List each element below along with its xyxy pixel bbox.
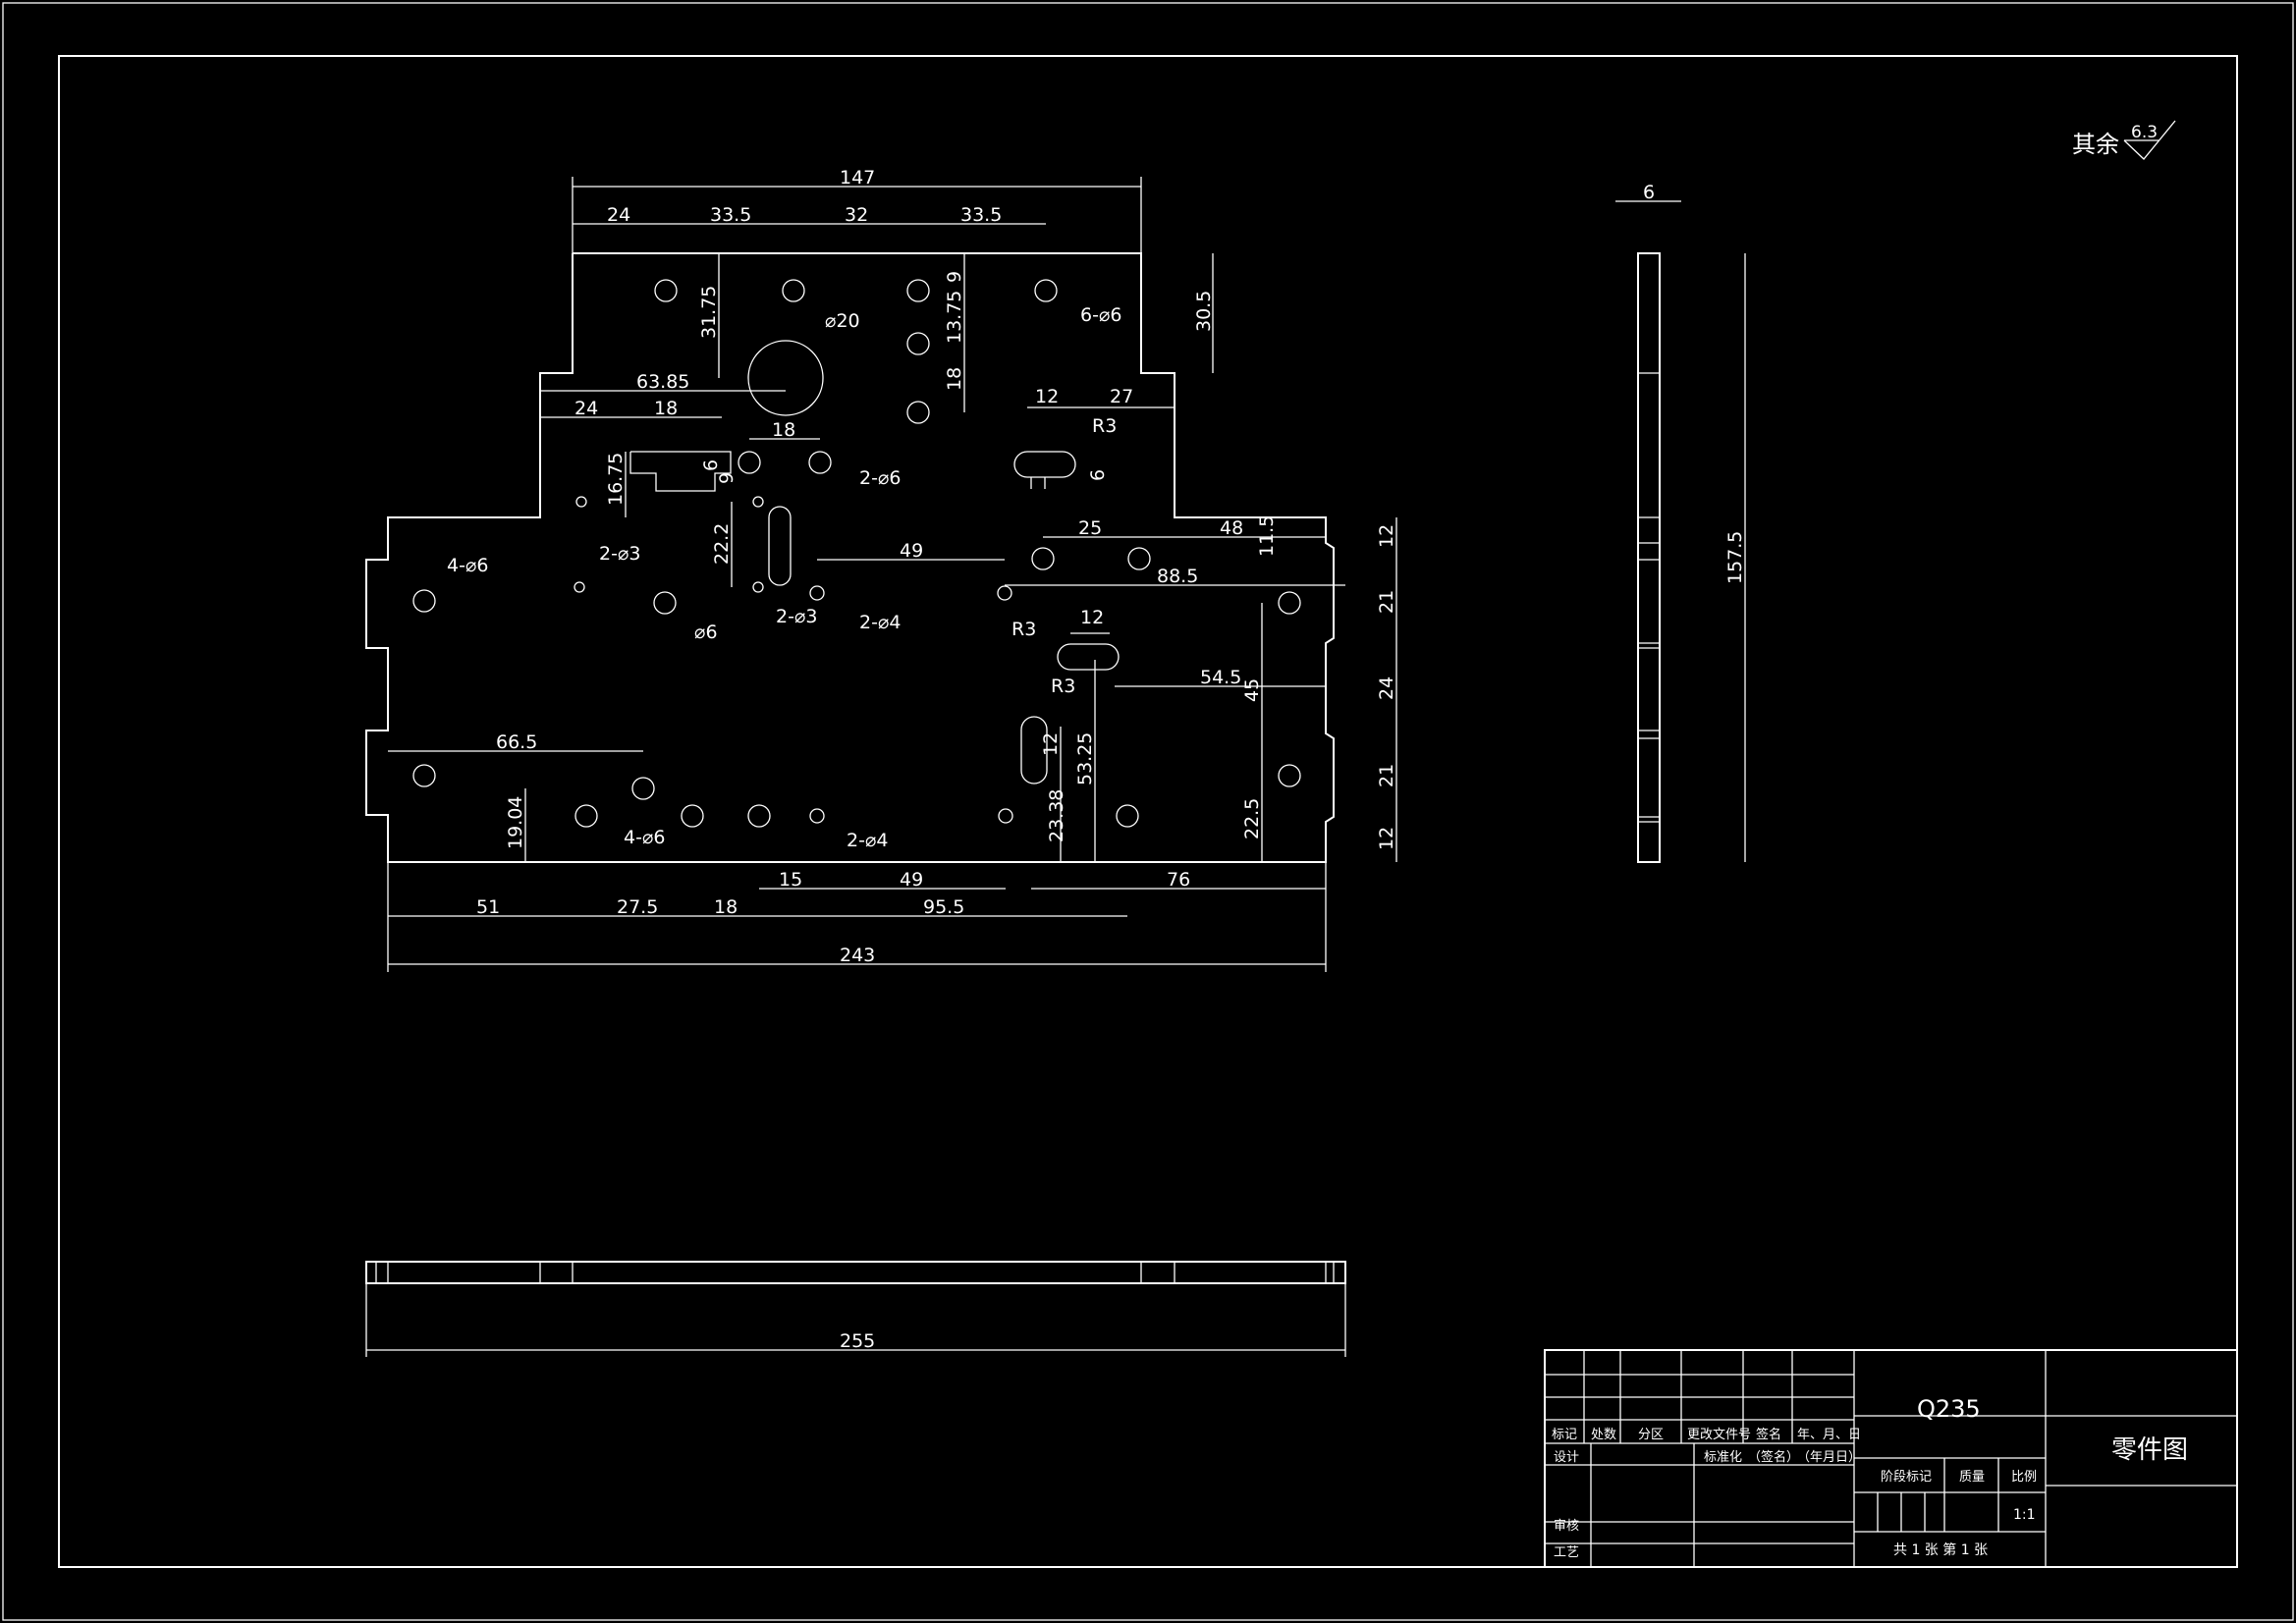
- tb-header-sign: 签名: [1756, 1427, 1781, 1442]
- tb-weight: 质量: [1959, 1470, 1985, 1485]
- tb-stage: 阶段标记: [1881, 1470, 1932, 1485]
- dim-12: 12: [1035, 386, 1059, 407]
- dim-30-5: 30.5: [1193, 291, 1215, 332]
- dim-15: 15: [779, 869, 802, 891]
- dim-24: 24: [607, 204, 630, 226]
- dim-66-5: 66.5: [496, 731, 537, 753]
- dim-147: 147: [840, 167, 875, 189]
- dim-12: 12: [1080, 607, 1104, 628]
- edge-view: [365, 1261, 1346, 1284]
- dim-95-5: 95.5: [923, 896, 964, 918]
- dim-24: 24: [1376, 676, 1397, 700]
- tb-sheets: 共 1 张 第 1 张: [1893, 1542, 1988, 1558]
- dim-53-25: 53.25: [1074, 732, 1096, 785]
- dim-22-2: 22.2: [711, 523, 733, 565]
- callout-phi6: ⌀6: [694, 622, 718, 643]
- callout-phi20: ⌀20: [825, 310, 860, 332]
- center-bore: [747, 340, 824, 416]
- callout-2-phi4: 2-⌀4: [847, 830, 888, 851]
- tb-design: 设计: [1554, 1450, 1579, 1465]
- dim-48: 48: [1220, 517, 1243, 539]
- surface-finish-value: 6.3: [2131, 123, 2158, 142]
- dim-21: 21: [1376, 590, 1397, 614]
- dim-11-5: 11.5: [1256, 515, 1278, 557]
- dim-32: 32: [845, 204, 868, 226]
- dim-16-75: 16.75: [605, 453, 627, 506]
- dim-27-5: 27.5: [617, 896, 658, 918]
- tb-review: 审核: [1554, 1519, 1579, 1534]
- plan-view: [365, 252, 1335, 863]
- dimensions: 147 24 33.5 32 33.5 31.75 9 13.75 18 30.…: [365, 167, 1746, 1357]
- dim-12: 12: [1376, 827, 1397, 850]
- tb-header-zone: 分区: [1638, 1428, 1664, 1442]
- callout-r3: R3: [1092, 415, 1117, 437]
- dim-24: 24: [574, 398, 598, 419]
- dim-18: 18: [654, 398, 678, 419]
- dim-13-75: 13.75: [944, 291, 965, 344]
- callout-6-phi6: 6-⌀6: [1080, 304, 1121, 326]
- dim-49: 49: [900, 869, 923, 891]
- dim-12: 12: [1040, 732, 1062, 756]
- dim-25: 25: [1078, 517, 1102, 539]
- dim-12: 12: [1376, 524, 1397, 548]
- dim-255: 255: [840, 1330, 875, 1352]
- tb-header-count: 处数: [1591, 1428, 1616, 1442]
- dim-54-5: 54.5: [1200, 667, 1241, 688]
- dim-18: 18: [944, 367, 965, 391]
- dim-51: 51: [476, 896, 500, 918]
- callout-2-phi6: 2-⌀6: [859, 467, 901, 489]
- callout-2-phi3: 2-⌀3: [599, 543, 640, 565]
- dim-76: 76: [1167, 869, 1190, 891]
- dim-45: 45: [1241, 678, 1263, 702]
- side-view: [1637, 252, 1661, 863]
- callout-2-phi3: 2-⌀3: [776, 606, 817, 627]
- tb-process: 工艺: [1554, 1545, 1579, 1560]
- callout-r3: R3: [1051, 676, 1075, 697]
- callout-4-phi6: 4-⌀6: [447, 555, 488, 576]
- dim-9: 9: [944, 271, 965, 283]
- dim-243: 243: [840, 945, 875, 966]
- dim-33-5: 33.5: [960, 204, 1002, 226]
- dim-88-5: 88.5: [1157, 566, 1198, 587]
- tb-header-mark: 标记: [1552, 1428, 1577, 1442]
- dim-18: 18: [714, 896, 738, 918]
- tb-sign: （签名）: [1748, 1449, 1799, 1465]
- surface-finish-label: 其余: [2072, 131, 2119, 158]
- dim-6: 6: [700, 460, 722, 471]
- material-label: Q235: [1917, 1395, 1981, 1423]
- dim-19-04: 19.04: [505, 796, 526, 849]
- callout-r3: R3: [1011, 619, 1036, 640]
- dim-33-5: 33.5: [710, 204, 751, 226]
- dim-22-5: 22.5: [1241, 798, 1263, 839]
- callout-4-phi6: 4-⌀6: [624, 827, 665, 848]
- tb-date: （年月日）: [1797, 1450, 1861, 1465]
- surface-finish-symbol: 其余 6.3: [2072, 120, 2176, 160]
- dim-23-38: 23.38: [1046, 789, 1067, 842]
- dim-18: 18: [772, 419, 795, 441]
- tb-header-doc: 更改文件号: [1687, 1428, 1751, 1442]
- tb-scale: 1:1: [2013, 1507, 2036, 1523]
- dim-27: 27: [1110, 386, 1133, 407]
- holes: [412, 279, 1301, 828]
- title-block: Q235 零件图 标记 处数 分区 更改文件号 签名 年、月、日 设计 标准化 …: [1544, 1349, 2238, 1568]
- part-outline: [365, 252, 1335, 863]
- dim-31-75: 31.75: [698, 286, 720, 339]
- dim-21: 21: [1376, 764, 1397, 787]
- dim-6: 6: [1087, 469, 1109, 481]
- tb-header-date: 年、月、日: [1797, 1428, 1861, 1442]
- tb-standard: 标准化: [1704, 1450, 1742, 1465]
- inner-frame: [58, 55, 2238, 1568]
- callout-2-phi4: 2-⌀4: [859, 612, 901, 633]
- dim-6: 6: [1643, 182, 1655, 203]
- dim-9: 9: [716, 472, 738, 484]
- dim-49: 49: [900, 540, 923, 562]
- drawing-name: 零件图: [2111, 1435, 2188, 1465]
- tb-scale-label: 比例: [2011, 1470, 2037, 1485]
- dim-63-85: 63.85: [636, 371, 689, 393]
- dim-157-5: 157.5: [1724, 531, 1746, 584]
